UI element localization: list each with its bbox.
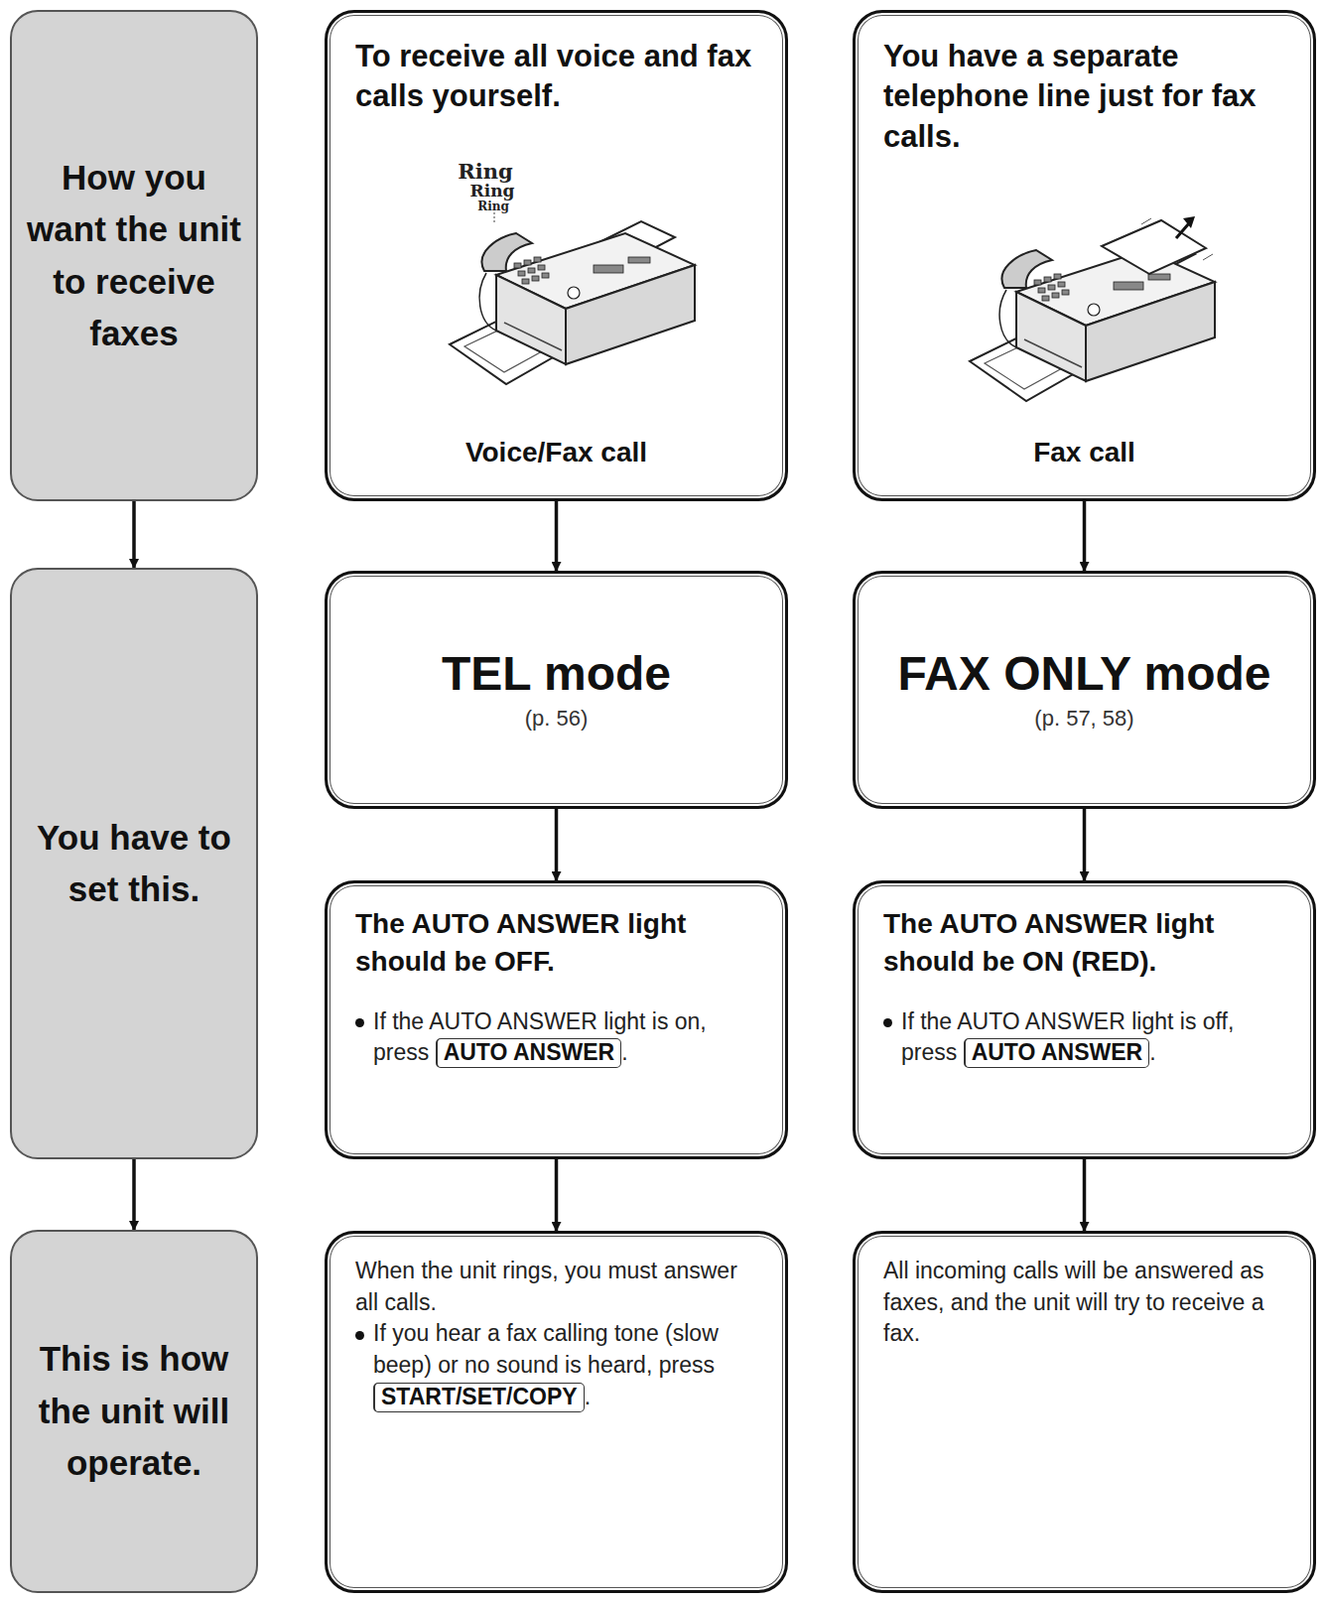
page-reference: (p. 57, 58) xyxy=(1034,705,1134,732)
ring-sound-label: Ring xyxy=(457,158,513,184)
bullet-dot xyxy=(883,1018,893,1028)
bullet-item: If you hear a fax calling tone (slow bee… xyxy=(355,1318,758,1413)
row-heading: This is how the unit will operate. xyxy=(23,1332,245,1490)
flow-arrow xyxy=(132,1159,136,1230)
setting-box: The AUTO ANSWER light should be ON (RED)… xyxy=(852,880,1317,1160)
flow-arrow xyxy=(1082,501,1087,571)
setting-heading: The AUTO ANSWER light should be ON (RED)… xyxy=(883,905,1286,981)
punctuation: . xyxy=(1149,1039,1156,1065)
ring-sound-label: Ring xyxy=(470,180,516,201)
page-reference: (p. 56) xyxy=(525,705,589,732)
choice-box: You have a separate telephone line just … xyxy=(852,9,1317,502)
flow-arrow xyxy=(1082,1159,1087,1231)
row-header: How you want the unit to receive faxes xyxy=(9,9,259,502)
choice-heading: To receive all voice and fax calls yours… xyxy=(355,36,758,118)
punctuation: . xyxy=(621,1039,628,1065)
bullet-item: If the AUTO ANSWER light is off, press A… xyxy=(883,1006,1286,1069)
flow-arrow xyxy=(1082,808,1087,881)
operation-text: All incoming calls will be answered as f… xyxy=(883,1255,1286,1350)
mode-box: FAX ONLY mode (p. 57, 58) xyxy=(852,570,1317,809)
punctuation: . xyxy=(584,1383,591,1410)
instruction-text: If you hear a fax calling tone (slow bee… xyxy=(373,1320,719,1378)
flow-arrow xyxy=(554,1159,559,1231)
key-label: START/SET/COPY xyxy=(373,1382,585,1413)
choice-box: To receive all voice and fax calls yours… xyxy=(324,9,789,502)
call-type-caption: Voice/Fax call xyxy=(327,436,786,469)
ring-sound-label: Ring xyxy=(477,199,510,214)
call-type-caption: Fax call xyxy=(855,436,1314,469)
bullet-item: If the AUTO ANSWER light is on, press AU… xyxy=(355,1006,758,1069)
bullet-dot xyxy=(355,1018,365,1028)
mode-name: TEL mode xyxy=(441,648,671,701)
row-heading: You have to set this. xyxy=(23,811,245,917)
flow-arrow xyxy=(554,808,559,881)
operation-box: When the unit rings, you must answer all… xyxy=(324,1230,789,1593)
key-label: AUTO ANSWER xyxy=(435,1038,623,1068)
row-heading: How you want the unit to receive faxes xyxy=(23,151,245,361)
mode-name: FAX ONLY mode xyxy=(897,648,1271,701)
mode-box: TEL mode (p. 56) xyxy=(324,570,789,809)
operation-box: All incoming calls will be answered as f… xyxy=(852,1230,1317,1593)
operation-text: When the unit rings, you must answer all… xyxy=(355,1255,758,1319)
row-header: This is how the unit will operate. xyxy=(9,1229,259,1593)
flow-arrow xyxy=(554,501,559,571)
bullet-dot xyxy=(355,1330,365,1340)
choice-heading: You have a separate telephone line just … xyxy=(883,36,1286,157)
row-header: You have to set this. xyxy=(9,567,259,1160)
flow-arrow xyxy=(132,501,136,568)
setting-heading: The AUTO ANSWER light should be OFF. xyxy=(355,905,758,981)
setting-box: The AUTO ANSWER light should be OFF. If t… xyxy=(324,880,789,1160)
key-label: AUTO ANSWER xyxy=(963,1038,1151,1068)
